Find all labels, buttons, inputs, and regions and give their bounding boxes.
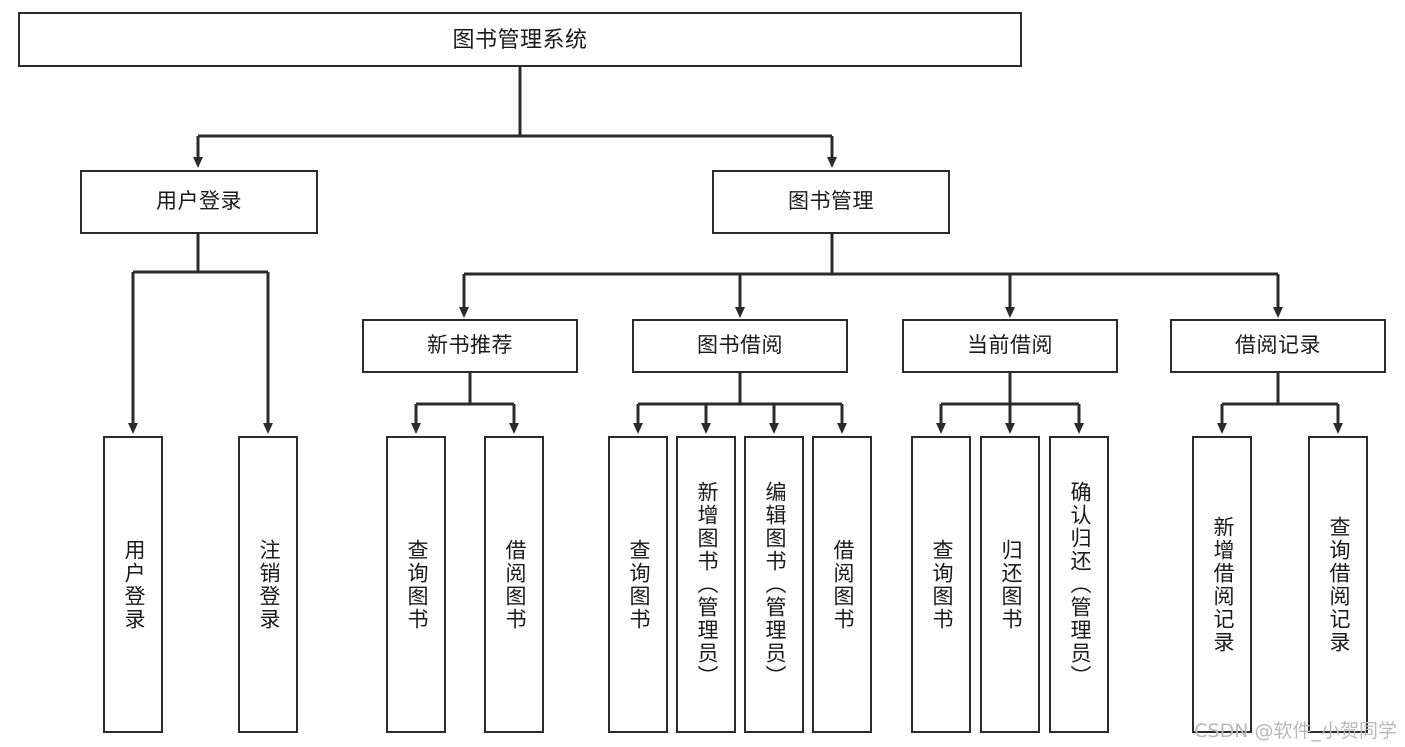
node-leaf-return-book-label: 归还图书 xyxy=(999,538,1023,631)
node-leaf-borrow-book-2-label: 借阅图书 xyxy=(831,538,855,631)
node-leaf-query-book-1-label: 查询图书 xyxy=(405,538,429,631)
node-leaf-confirm-return-label: 确认归还（管理员） xyxy=(1068,481,1092,688)
node-borrow-record-label: 借阅记录 xyxy=(1235,333,1321,357)
node-book-borrow[interactable]: 图书借阅 xyxy=(632,319,848,373)
node-leaf-user-login-label: 用户登录 xyxy=(122,538,146,631)
node-leaf-query-book-3-label: 查询图书 xyxy=(930,538,954,631)
node-leaf-query-book-3[interactable]: 查询图书 xyxy=(911,436,971,733)
node-leaf-borrow-book-2[interactable]: 借阅图书 xyxy=(812,436,872,733)
node-leaf-user-logout-label: 注销登录 xyxy=(257,538,281,631)
node-leaf-confirm-return[interactable]: 确认归还（管理员） xyxy=(1049,436,1109,733)
node-leaf-borrow-book-1[interactable]: 借阅图书 xyxy=(484,436,544,733)
node-leaf-return-book[interactable]: 归还图书 xyxy=(980,436,1040,733)
node-borrow-record[interactable]: 借阅记录 xyxy=(1170,319,1386,373)
node-new-book-recommend-label: 新书推荐 xyxy=(427,333,513,357)
node-leaf-edit-book[interactable]: 编辑图书（管理员） xyxy=(744,436,804,733)
node-leaf-add-record[interactable]: 新增借阅记录 xyxy=(1192,436,1252,733)
node-leaf-query-book-2[interactable]: 查询图书 xyxy=(608,436,668,733)
node-leaf-add-book[interactable]: 新增图书（管理员） xyxy=(676,436,736,733)
node-leaf-add-book-label: 新增图书（管理员） xyxy=(695,481,719,688)
node-leaf-edit-book-label: 编辑图书（管理员） xyxy=(763,481,787,688)
node-book-borrow-label: 图书借阅 xyxy=(697,333,783,357)
node-current-borrow-label: 当前借阅 xyxy=(967,333,1053,357)
node-user-login-label: 用户登录 xyxy=(156,189,242,213)
node-leaf-query-book-1[interactable]: 查询图书 xyxy=(386,436,446,733)
node-book-manage-label: 图书管理 xyxy=(788,189,874,213)
node-leaf-query-book-2-label: 查询图书 xyxy=(627,538,651,631)
node-leaf-user-login[interactable]: 用户登录 xyxy=(103,436,163,733)
node-leaf-query-record[interactable]: 查询借阅记录 xyxy=(1308,436,1368,733)
node-leaf-borrow-book-1-label: 借阅图书 xyxy=(503,538,527,631)
node-leaf-query-record-label: 查询借阅记录 xyxy=(1327,515,1351,654)
node-leaf-add-record-label: 新增借阅记录 xyxy=(1211,515,1235,654)
node-root-label: 图书管理系统 xyxy=(452,26,588,52)
node-current-borrow[interactable]: 当前借阅 xyxy=(902,319,1118,373)
node-new-book-recommend[interactable]: 新书推荐 xyxy=(362,319,578,373)
node-root[interactable]: 图书管理系统 xyxy=(18,12,1022,67)
node-book-manage[interactable]: 图书管理 xyxy=(712,170,950,234)
node-user-login[interactable]: 用户登录 xyxy=(80,170,318,234)
csdn-watermark: CSDN @软件_小贺同学 xyxy=(1194,720,1397,742)
node-leaf-user-logout[interactable]: 注销登录 xyxy=(238,436,298,733)
